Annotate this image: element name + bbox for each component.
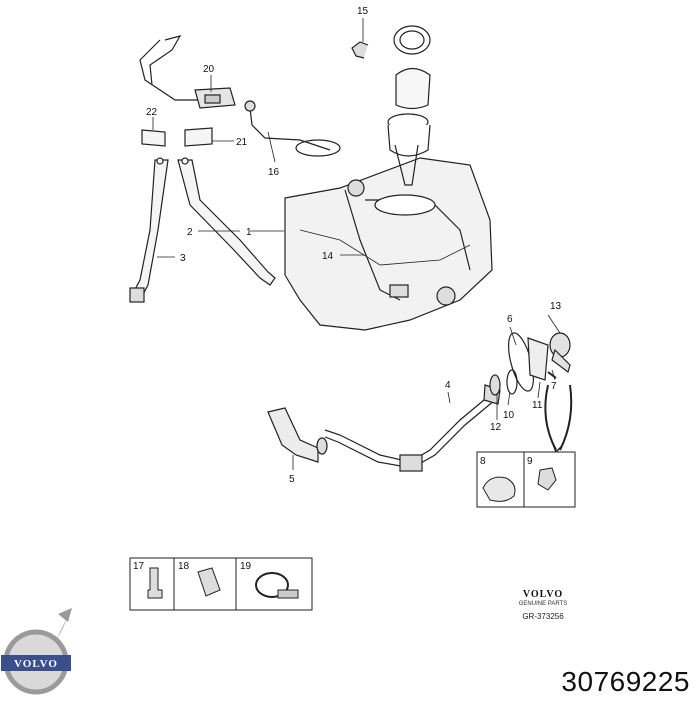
callout-9: 9 <box>527 456 533 467</box>
fuel-pump-assembly <box>351 25 431 186</box>
callout-12: 12 <box>490 422 502 433</box>
callout-16: 16 <box>268 167 280 178</box>
fuel-tank <box>284 157 493 331</box>
callout-22: 22 <box>146 107 158 118</box>
filler-neck-pipe <box>324 384 501 472</box>
callout-19: 19 <box>240 561 252 572</box>
brand-wordmark: VOLVO <box>523 589 563 600</box>
wiring-harness <box>139 35 341 157</box>
volvo-logo: VOLVO <box>1 608 72 695</box>
callout-3: 3 <box>180 253 186 264</box>
callout-17: 17 <box>133 561 145 572</box>
brand-subtitle: GENUINE PARTS <box>519 601 567 607</box>
logo-wordmark: VOLVO <box>14 658 58 670</box>
reference-arrows <box>544 384 573 454</box>
callout-7: 7 <box>551 381 557 392</box>
callout-6: 6 <box>507 314 513 325</box>
inset-box-17-18-19 <box>129 557 313 611</box>
callout-11: 11 <box>532 400 543 411</box>
callout-18: 18 <box>178 561 190 572</box>
callout-13: 13 <box>550 301 562 312</box>
pad-22 <box>141 129 166 147</box>
callout-4: 4 <box>445 380 451 391</box>
callout-2: 2 <box>187 227 193 238</box>
callout-15: 15 <box>357 6 369 17</box>
callout-21: 21 <box>236 137 248 148</box>
seal-parts <box>489 332 549 396</box>
inset-box-8-9 <box>476 451 576 508</box>
callout-14: 14 <box>322 251 334 262</box>
callout-10: 10 <box>503 410 515 421</box>
callout-20: 20 <box>203 64 215 75</box>
callout-labels: 15 20 22 21 16 1 2 14 3 13 6 4 10 12 11 … <box>133 6 562 572</box>
brand-block: VOLVO GENUINE PARTS GR-373256 <box>519 589 567 621</box>
callout-8: 8 <box>480 456 486 467</box>
pad-21 <box>184 127 213 147</box>
tank-straps <box>129 157 276 303</box>
leader-lines <box>152 18 561 470</box>
figure-reference: GR-373256 <box>522 612 564 621</box>
callout-1: 1 <box>246 227 252 238</box>
part-number: 30769225 <box>561 666 690 697</box>
fuel-cap <box>547 332 571 379</box>
sender-bracket <box>194 87 236 109</box>
filler-hose <box>267 407 328 463</box>
callout-5: 5 <box>289 474 295 485</box>
